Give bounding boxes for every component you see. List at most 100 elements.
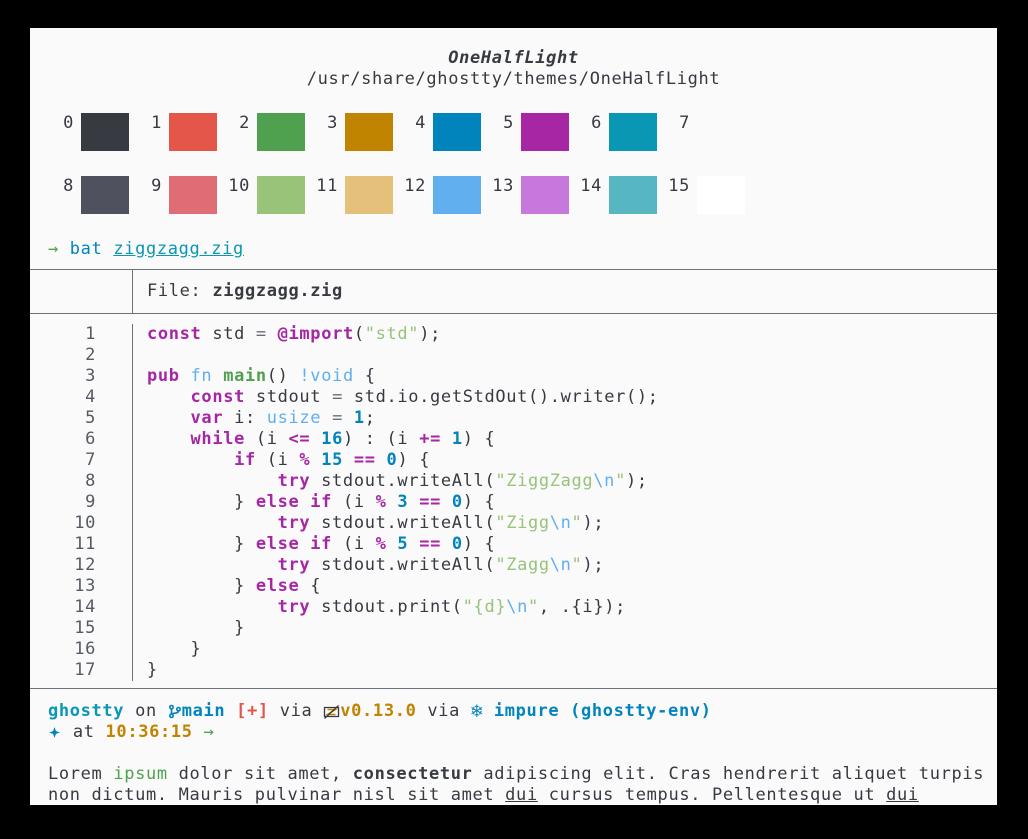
code-text: const stdout = std.io.getStdOut().writer… [133, 387, 659, 408]
lorem-underline-word: dui [505, 785, 538, 805]
lorem-plain: Lorem [48, 764, 114, 784]
palette-color-swatch [433, 113, 481, 151]
palette-cell: 0 [48, 113, 136, 151]
palette-color-swatch [521, 113, 569, 151]
code-line: 14 try stdout.print("{d}\n", .{i}); [30, 597, 997, 618]
code-token [343, 450, 354, 470]
code-token [299, 492, 310, 512]
code-token: try [277, 513, 311, 533]
palette-color-swatch [609, 113, 657, 151]
code-token: 0 [451, 492, 463, 512]
code-line: 2 [30, 345, 997, 366]
code-token: 1 [353, 408, 365, 428]
code-token: ( [353, 324, 365, 344]
code-token: const [190, 387, 245, 407]
code-token: (i [255, 450, 300, 470]
code-token: else [255, 492, 300, 512]
code-token: i: [223, 408, 267, 428]
code-token: ) { [397, 450, 431, 470]
code-token: () [266, 366, 300, 386]
palette-color-swatch [81, 113, 129, 151]
theme-name: OneHalfLight [448, 48, 579, 68]
code-token: (i [244, 429, 289, 449]
code-text: while (i <= 16) : (i += 1) { [133, 429, 495, 450]
code-token: std.io.getStdOut().writer(); [342, 387, 659, 407]
palette-index-label: 7 [679, 113, 690, 133]
palette-color-swatch [697, 176, 745, 214]
palette-index-label: 0 [63, 113, 74, 133]
code-token: const [147, 324, 202, 344]
palette-cell: 2 [224, 113, 312, 151]
code-text: } else if (i % 3 == 0) { [133, 492, 495, 513]
palette-color-swatch [609, 176, 657, 214]
code-line: 7 if (i % 15 == 0) { [30, 450, 997, 471]
code-token [147, 429, 191, 449]
lorem-line-2: non dictum. Mauris pulvinar nisl sit ame… [48, 785, 997, 805]
code-text [133, 345, 147, 366]
palette-cell: 14 [576, 176, 664, 214]
code-text: pub fn main() !void { [133, 366, 376, 387]
code-token: \n [549, 513, 572, 533]
code-token: var [190, 408, 224, 428]
starship-prompt-line-1: ghostty on main [+] via v0.13.0 via ❄ im… [48, 701, 997, 722]
code-token: == [419, 492, 441, 512]
palette-cell: 13 [488, 176, 576, 214]
prompt-arrow-icon: → [48, 239, 70, 259]
code-token: stdout [244, 387, 333, 407]
palette-cell: 1 [136, 113, 224, 151]
theme-path: /usr/share/ghostty/themes/OneHalfLight [306, 69, 721, 89]
code-text: } [133, 660, 158, 681]
prompt-on-label: on [124, 701, 168, 721]
code-token: stdout.writeAll( [310, 555, 496, 575]
code-line: 16 } [30, 639, 997, 660]
line-number: 4 [30, 387, 133, 408]
line-number: 13 [30, 576, 133, 597]
palette-color-swatch [257, 113, 305, 151]
code-line: 10 try stdout.writeAll("Zigg\n"); [30, 513, 997, 534]
code-text: if (i % 15 == 0) { [133, 450, 430, 471]
palette-cell: 4 [400, 113, 488, 151]
code-token [180, 366, 191, 386]
palette-color-swatch [169, 176, 217, 214]
palette-index-label: 11 [316, 176, 338, 196]
git-branch-icon [168, 704, 182, 719]
command-argument: ziggzagg.zig [113, 239, 244, 259]
code-token [212, 366, 223, 386]
prompt-via-label-1: via [268, 701, 324, 721]
code-token [321, 408, 332, 428]
code-token: " [571, 513, 583, 533]
palette-index-label: 4 [415, 113, 426, 133]
code-token: ) { [462, 492, 496, 512]
code-line: 9 } else if (i % 3 == 0) { [30, 492, 997, 513]
code-text: try stdout.writeAll("Zagg\n"); [133, 555, 604, 576]
prompt-directory: ghostty [48, 701, 125, 721]
code-token: 5 [397, 534, 409, 554]
bat-header-text: File: ziggzagg.zig [133, 281, 343, 302]
code-token [441, 429, 452, 449]
code-token: \n [506, 597, 528, 617]
theme-title-block: OneHalfLight/usr/share/ghostty/themes/On… [30, 28, 997, 90]
file-label: File: [147, 281, 213, 301]
code-token [147, 513, 278, 533]
lorem-plain: cursus tempus. Pellentesque ut [537, 785, 887, 805]
code-token: } [147, 660, 158, 680]
line-number: 17 [30, 660, 133, 681]
code-token: if [310, 534, 333, 554]
lorem-plain: adipiscing elit. Cras hendrerit aliquet … [472, 764, 985, 784]
terminal-window[interactable]: OneHalfLight/usr/share/ghostty/themes/On… [30, 28, 997, 805]
code-token [267, 324, 278, 344]
code-token: 1 [451, 429, 463, 449]
code-token: ) { [462, 429, 496, 449]
code-text: try stdout.writeAll("Zigg\n"); [133, 513, 604, 534]
code-text: try stdout.print("{d}\n", .{i}); [133, 597, 626, 618]
code-token: (i [332, 534, 376, 554]
palette-index-label: 3 [327, 113, 338, 133]
code-token: } [147, 618, 245, 638]
code-token [147, 555, 278, 575]
code-token: "{d} [462, 597, 507, 617]
palette-color-swatch [433, 176, 481, 214]
code-token: \n [549, 555, 572, 575]
lorem-plain: non dictum. Mauris pulvinar nisl sit ame… [48, 785, 506, 805]
